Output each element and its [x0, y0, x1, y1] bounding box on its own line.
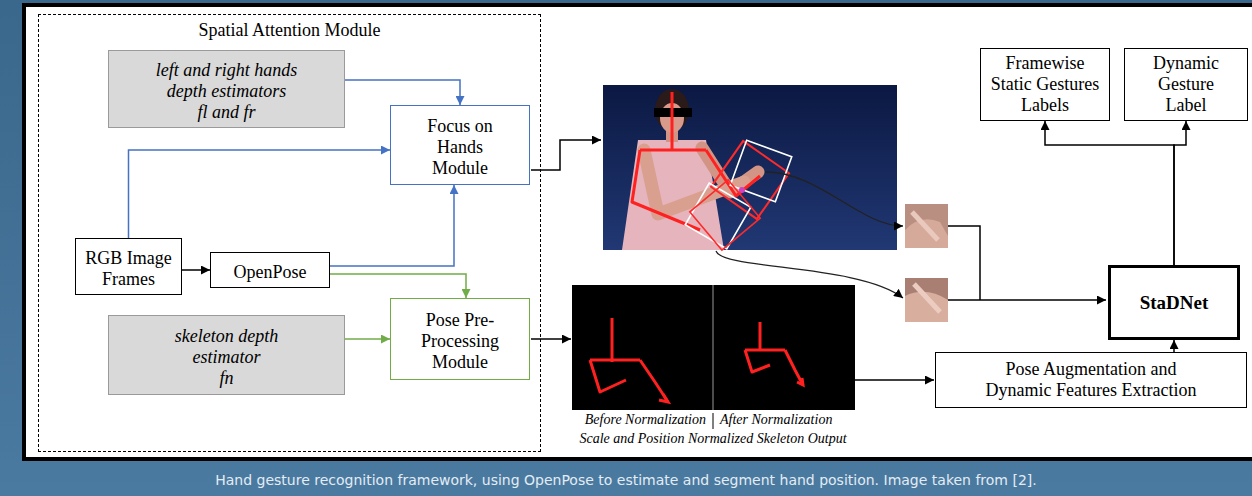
graphic-part	[603, 85, 897, 250]
box-label: fn	[162, 368, 292, 389]
graphic-part	[685, 183, 751, 249]
skeleton-panel	[572, 285, 855, 410]
text-group: Framewise Static Gestures Labels	[987, 53, 1103, 115]
connector-arrow	[345, 338, 390, 340]
connector-arrow	[129, 150, 391, 238]
text-group: Pose Augmentation and Dynamic Features E…	[979, 359, 1204, 400]
hand-crop	[905, 204, 948, 248]
panel-caption: Scale and Position Normalized Skeleton O…	[540, 431, 886, 447]
box-label: StaDNet	[1140, 292, 1209, 314]
divider-line	[713, 413, 714, 429]
text-group: RGB Image Frames	[81, 243, 176, 289]
box-label: skeleton depth estimator	[162, 326, 292, 367]
graphic-part	[905, 204, 948, 248]
box-label: RGB Image Frames	[81, 248, 176, 289]
box-label: fl and fr	[144, 102, 309, 123]
flow-arrow	[948, 299, 1106, 301]
graphic-part	[912, 212, 938, 240]
hand-crop	[905, 278, 948, 322]
flow-arrow	[531, 140, 601, 170]
connector-arrow	[330, 274, 466, 298]
text-group: Pose Pre-Processing Module	[414, 305, 506, 372]
text-group: Focus on Hands Module	[414, 111, 506, 178]
graphic-part	[797, 378, 803, 385]
process-box: Pose Augmentation and Dynamic Features E…	[935, 352, 1247, 408]
process-box: OpenPose	[210, 252, 330, 288]
text-group: Spatial Attention Module	[199, 15, 381, 41]
box-label: Pose Augmentation and Dynamic Features E…	[979, 359, 1204, 400]
region-heading: Spatial Attention Module	[199, 20, 381, 41]
connector-arrow	[330, 185, 454, 266]
text-group: left and right hands depth estimatorsfl …	[144, 55, 309, 122]
graphic-part	[745, 322, 803, 385]
box-label: Pose Pre-Processing Module	[414, 310, 506, 372]
graphic-part	[632, 92, 760, 230]
graphic-part	[914, 284, 940, 312]
module-region: Spatial Attention Module left and right h…	[38, 14, 541, 452]
network-box: StaDNet	[1108, 265, 1240, 340]
box-label: OpenPose	[234, 262, 307, 283]
process-box: Focus on Hands Module	[390, 105, 530, 185]
subject-photo	[603, 85, 897, 250]
text-group: OpenPose	[234, 257, 307, 283]
connector-arrow	[345, 80, 460, 105]
graphic-part	[905, 219, 948, 248]
box-label: left and right hands depth estimators	[144, 60, 309, 101]
graphic-part	[572, 285, 855, 410]
estimator-box: skeleton depth estimatorfn	[108, 315, 345, 395]
connector-arrow	[1173, 340, 1175, 352]
graphic-part	[659, 394, 668, 402]
graphic-part	[739, 187, 745, 193]
flow-line	[948, 226, 980, 300]
text-group: StaDNet	[1140, 292, 1209, 314]
graphic-part	[905, 278, 948, 322]
estimator-box: left and right hands depth estimatorsfl …	[108, 50, 345, 128]
text-group: skeleton depth estimatorfn	[162, 321, 292, 388]
connector-arrow	[1174, 121, 1186, 265]
output-box: Dynamic Gesture Label	[1124, 48, 1248, 121]
box-label: Focus on Hands Module	[414, 116, 506, 178]
graphic-part	[690, 180, 760, 250]
figure-caption: Hand gesture recognition framework, usin…	[0, 472, 1252, 488]
panel-caption: After Normalization	[720, 412, 870, 428]
box-label: Framewise Static Gestures Labels	[987, 53, 1103, 115]
flow-arrow	[855, 379, 934, 381]
process-box: Pose Pre-Processing Module	[390, 298, 530, 380]
connector-arrow	[1045, 121, 1174, 265]
flow-arrow	[531, 338, 571, 340]
box-label: Dynamic Gesture Label	[1141, 53, 1231, 115]
output-box: Framewise Static Gestures Labels	[980, 48, 1110, 121]
graphic-part	[712, 285, 714, 410]
input-box: RGB Image Frames	[75, 238, 182, 295]
text-group: Dynamic Gesture Label	[1141, 53, 1231, 115]
graphic-part	[590, 318, 668, 402]
connector-arrow	[182, 269, 210, 271]
leader-line	[765, 172, 903, 226]
panel-caption: Before Normalization	[556, 412, 706, 428]
